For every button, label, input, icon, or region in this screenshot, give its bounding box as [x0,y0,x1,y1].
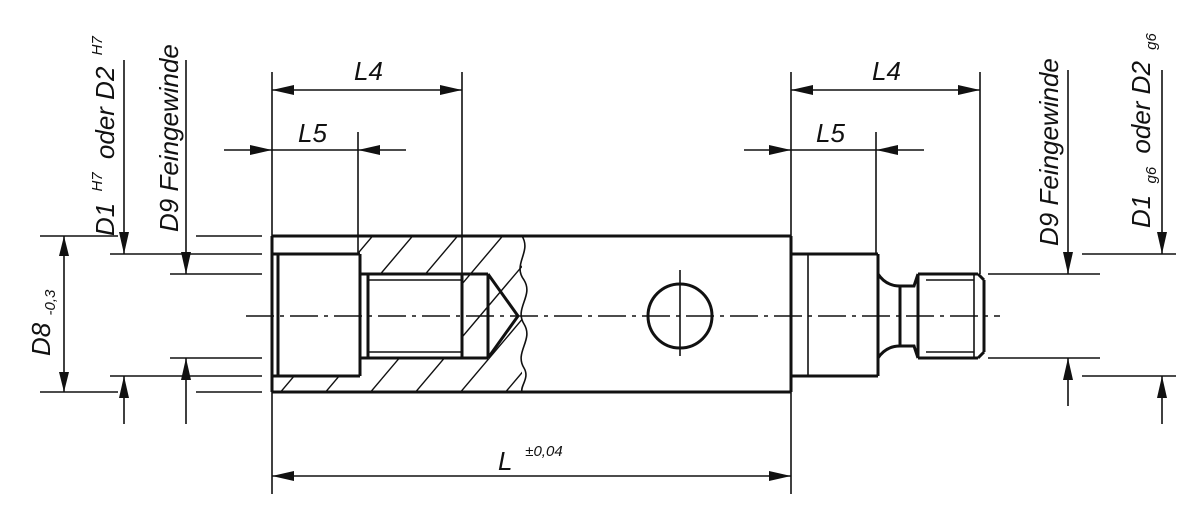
label-right-oder-d2: oder D2 [1126,61,1156,154]
label-left-h7-b: H7 [89,36,106,56]
label-d8: D8 -0,3 [26,289,59,356]
label-d8-main: D8 [26,322,56,356]
label-left-d1: D1 [90,203,120,236]
label-l5-left: L5 [298,118,327,148]
label-left-d1-d2: D1 H7 oder D2 H7 [78,36,120,236]
right-journal [791,252,986,378]
label-l5-right: L5 [816,118,845,148]
label-l4-left: L4 [354,56,383,86]
label-left-h7-a: H7 [89,172,106,192]
label-right-d9: D9 Feingewinde [1034,58,1064,246]
top-right-dimensions [744,72,981,274]
label-l-tolerance: ±0,04 [525,443,562,460]
label-l: L [498,446,512,476]
top-left-dimensions [224,72,463,274]
label-left-oder-d2: oder D2 [90,66,120,159]
label-right-d1-d2: D1 g6 oder D2 g6 [1126,33,1162,228]
right-dimensions [988,70,1176,424]
cross-hole [646,270,714,356]
label-left-d9: D9 Feingewinde [154,44,184,232]
label-l4-right: L4 [872,56,901,86]
left-dimensions [40,60,262,424]
label-right-g6-a: g6 [1143,166,1160,183]
break-line [519,235,528,393]
label-overall-length: L ±0,04 [498,443,563,476]
label-right-d1: D1 [1126,195,1156,228]
overall-length-dimension [271,392,792,494]
label-right-g6-b: g6 [1143,33,1160,50]
label-d8-tolerance: -0,3 [42,289,59,316]
